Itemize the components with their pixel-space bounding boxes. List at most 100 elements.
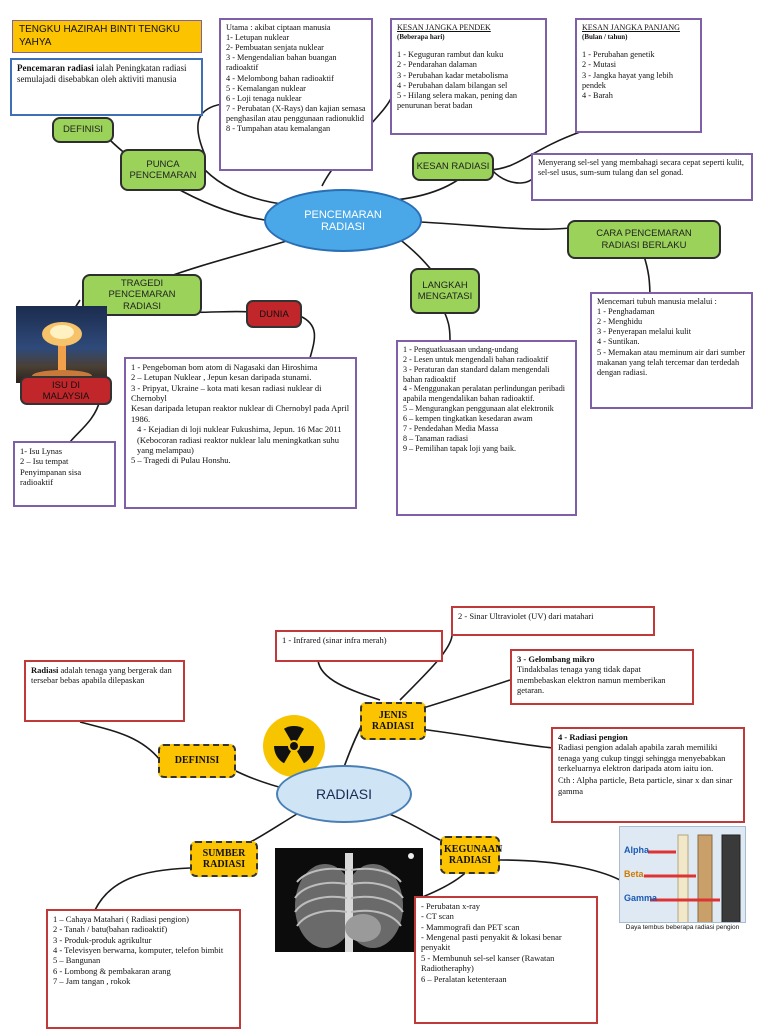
langkah-list-box: 1 - Penguatkuasaan undang-undang 2 - Les… xyxy=(396,340,577,516)
kesan-jangka-panjang-box: KESAN JANGKA PANJANG (Bulan / tahun) 1 -… xyxy=(575,18,702,133)
kesan-pendek-item: 4 - Perubahan dalam bilangan sel xyxy=(397,80,508,90)
kesan-panjang-item: 3 - Jangka hayat yang lebih pendek xyxy=(582,70,676,90)
punca-item: 5 - Kemalangan nuklear xyxy=(226,83,306,93)
sumber-item: 2 - Tanah / batu(bahan radioaktif) xyxy=(53,924,168,935)
chest-xray-image xyxy=(275,848,423,952)
node-dunia-label: DUNIA xyxy=(259,308,289,320)
node-kegunaan-radiasi[interactable]: KEGUNAAN RADIASI xyxy=(440,836,503,874)
cara-item: 1 - Penghadaman xyxy=(597,307,655,317)
cara-item: 3 - Penyerapan melalui kulit xyxy=(597,327,692,337)
isu-list-box: 1- Isu Lynas 2 – Isu tempat Penyimpanan … xyxy=(13,441,116,507)
infrared-text: 1 - Infrared (sinar infra merah) xyxy=(282,635,387,645)
radiation-hazard-icon xyxy=(261,713,327,779)
radiasi-pengion-box: 4 - Radiasi pengion Radiasi pengion adal… xyxy=(551,727,745,823)
dunia-list-box: 1 - Pengeboman bom atom di Nagasaki dan … xyxy=(124,357,357,509)
node-cara-label: CARA PENCEMARAN RADIASI BERLAKU xyxy=(596,228,692,251)
penetration-shields-icon xyxy=(644,834,741,922)
sumber-item: 7 – Jam tangan , rokok xyxy=(53,976,131,987)
dunia-item: 1 - Pengeboman bom atom di Nagasaki dan … xyxy=(131,362,318,372)
sumber-item: 6 - Lombong & pembakaran arang xyxy=(53,965,171,976)
center-title-pencemaran: PENCEMARAN RADIASI xyxy=(304,208,382,233)
kegunaan-item: - Perubatan x-ray xyxy=(421,901,481,911)
kesan-panjang-sub: (Bulan / tahun) xyxy=(582,32,628,41)
isu-item: 1- Isu Lynas xyxy=(20,446,63,456)
node-sumber-radiasi[interactable]: SUMBER RADIASI xyxy=(190,841,258,877)
mikro-text: Tindakbalas tenaga yang tidak dapat memb… xyxy=(517,664,666,696)
beta-label: Beta xyxy=(624,869,644,879)
infrared-box: 1 - Infrared (sinar infra merah) xyxy=(275,630,443,662)
kesan-note-box: Menyerang sel-sel yang membahagi secara … xyxy=(531,153,753,201)
punca-item: 2- Pembuatan senjata nuklear xyxy=(226,43,324,53)
node-langkah-mengatasi[interactable]: LANGKAH MENGATASI xyxy=(410,268,480,314)
kesan-jangka-pendek-box: KESAN JANGKA PENDEK (Beberapa hari) 1 - … xyxy=(390,18,547,135)
langkah-item: 6 – kempen tingkatkan kesedaran awam xyxy=(403,414,533,424)
kegunaan-item: 5 - Membunuh sel-sel kanser (Rawatan Rad… xyxy=(421,952,557,974)
cara-item: 2 - Menghidu xyxy=(597,317,643,327)
langkah-item: 7 - Pendedahan Media Massa xyxy=(403,423,499,433)
node-sumber-label: SUMBER RADIASI xyxy=(202,847,246,871)
langkah-item: 2 - Lesen untuk mengendali bahan radioak… xyxy=(403,354,549,364)
dunia-item: Kesan daripada letupan reaktor nuklear d… xyxy=(131,403,352,424)
pengion-title: 4 - Radiasi pengion xyxy=(558,732,628,742)
cara-item: Mencemari tubuh manusia melalui : xyxy=(597,297,717,306)
kesan-pendek-item: 3 - Perubahan kadar metabolisma xyxy=(397,70,509,80)
kesan-note: Menyerang sel-sel yang membahagi secara … xyxy=(538,158,744,178)
cara-list-box: Mencemari tubuh manusia melalui : 1 - Pe… xyxy=(590,292,753,409)
pengion-cth: Cth : Alpha particle, Beta particle, sin… xyxy=(558,775,733,796)
sumber-item: 4 - Televisyen berwarna, komputer, telef… xyxy=(53,945,224,956)
langkah-item: 1 - Penguatkuasaan undang-undang xyxy=(403,345,519,354)
node-isu-malaysia[interactable]: ISU DI MALAYSIA xyxy=(20,376,112,405)
center-oval-radiasi[interactable]: RADIASI xyxy=(276,765,412,823)
sumber-item: 5 – Bangunan xyxy=(53,955,101,966)
node-kegunaan-label: KEGUNAAN RADIASI xyxy=(444,843,503,867)
nuclear-explosion-image xyxy=(16,306,107,383)
node-punca-pencemaran[interactable]: PUNCA PENCEMARAN xyxy=(120,149,206,191)
node-cara-pencemaran[interactable]: CARA PENCEMARAN RADIASI BERLAKU xyxy=(567,220,721,259)
node-punca-label: PUNCA PENCEMARAN xyxy=(129,158,197,181)
kesan-panjang-item: 4 - Barah xyxy=(582,90,613,100)
dunia-item: 3 - Pripyat, Ukraine – kota mati kesan r… xyxy=(131,382,324,404)
cara-item: 4 - Suntikan. xyxy=(597,337,640,347)
dunia-item: 4 - Kejadian di loji nuklear Fukushima, … xyxy=(137,424,344,455)
uv-text: 2 - Sinar Ultraviolet (UV) dari matahari xyxy=(458,611,594,621)
node-definisi-label: DEFINISI xyxy=(62,124,104,136)
node-definisi-radiasi-label: DEFINISI xyxy=(174,755,220,767)
alpha-label: Alpha xyxy=(624,845,650,855)
kegunaan-list-box: - Perubatan x-ray - CT scan - Mammografi… xyxy=(414,896,598,1024)
langkah-item: 5 – Mengurangkan penggunaan alat elektro… xyxy=(403,404,554,414)
node-langkah-label: LANGKAH MENGATASI xyxy=(417,279,473,302)
sumber-item: 3 - Produk-produk agrikultur xyxy=(53,934,152,945)
center-oval-pencemaran[interactable]: PENCEMARAN RADIASI xyxy=(264,189,422,252)
isu-item: 2 – Isu tempat Penyimpanan sisa radioakt… xyxy=(20,456,84,488)
punca-list-box: Utama : akibat ciptaan manusia 1- Letupa… xyxy=(219,18,373,171)
penetration-caption-text: Daya tembus beberapa radiasi pengion xyxy=(625,924,740,931)
definition-term: Pencemaran radiasi xyxy=(17,63,94,73)
gelombang-mikro-box: 3 - Gelombang mikro Tindakbalas tenaga y… xyxy=(510,649,694,705)
kesan-pendek-sub: (Beberapa hari) xyxy=(397,32,445,41)
node-jenis-radiasi[interactable]: JENIS RADIASI xyxy=(360,702,426,740)
chest-xray-icon xyxy=(294,853,414,952)
node-definisi[interactable]: DEFINISI xyxy=(52,117,114,143)
node-jenis-label: JENIS RADIASI xyxy=(371,709,415,733)
sumber-list-box: 1 – Cahaya Matahari ( Radiasi pengion) 2… xyxy=(46,909,241,1029)
uv-box: 2 - Sinar Ultraviolet (UV) dari matahari xyxy=(451,606,655,636)
kesan-pendek-title: KESAN JANGKA PENDEK xyxy=(397,23,491,32)
langkah-item: 4 - Menggunakan peralatan perlindungan p… xyxy=(403,384,568,404)
kesan-panjang-item: 2 - Mutasi xyxy=(582,60,617,70)
node-kesan-radiasi[interactable]: KESAN RADIASI xyxy=(412,152,494,181)
punca-item: 4 - Melombong bahan radioaktif xyxy=(226,73,334,83)
radiasi-definisi-term: Radiasi xyxy=(31,665,59,675)
dunia-item: 5 – Tragedi di Pulau Honshu. xyxy=(131,455,231,466)
node-definisi-radiasi[interactable]: DEFINISI xyxy=(158,744,236,778)
punca-item: 8 - Tumpahan atau kemalangan xyxy=(226,124,331,134)
radiasi-definisi-text: adalah tenaga yang bergerak dan tersebar… xyxy=(31,665,172,686)
gamma-label: Gamma xyxy=(624,893,658,903)
penetration-diagram-image: Alpha Beta Gamma xyxy=(619,826,746,923)
sumber-item: 1 – Cahaya Matahari ( Radiasi pengion) xyxy=(53,914,189,924)
langkah-item: 3 - Peraturan dan standard dalam mengend… xyxy=(403,364,552,384)
author-name-box: TENGKU HAZIRAH BINTI TENGKU YAHYA xyxy=(12,20,202,53)
pengion-text: Radiasi pengion adalah apabila zarah mem… xyxy=(558,742,726,774)
kesan-panjang-title: KESAN JANGKA PANJANG xyxy=(582,23,680,32)
node-dunia[interactable]: DUNIA xyxy=(246,300,302,328)
